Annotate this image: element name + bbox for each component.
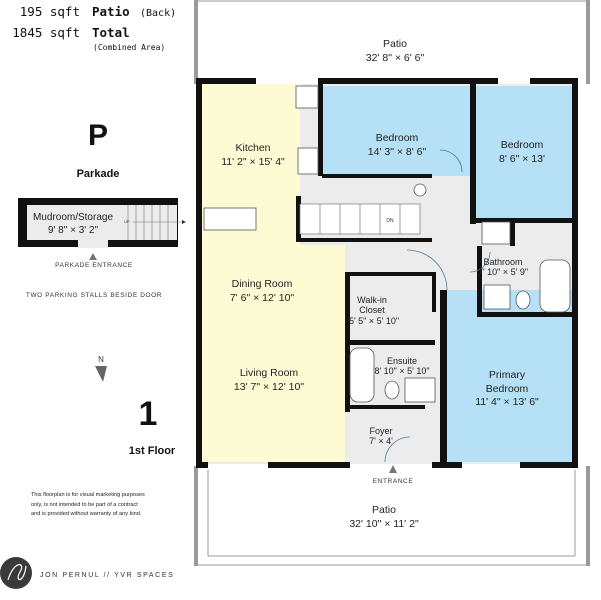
room-labels: Patio 32' 8" × 6' 6" Kitchen 11' 2" × 15… <box>221 38 545 530</box>
patio-note: (Back) <box>140 8 176 19</box>
primary-bedroom-name-2: Bedroom <box>486 383 529 395</box>
walkin-closet-dims: 5' 5" × 5' 10" <box>349 316 399 326</box>
ensuite-toilet <box>384 380 400 400</box>
ensuite-name: Ensuite <box>387 356 417 366</box>
patio-front-name: Patio <box>372 504 396 516</box>
kitchen-name: Kitchen <box>235 142 270 154</box>
bathroom-dims: 7' 10" × 5' 9" <box>478 267 528 277</box>
mudroom: Mudroom/Storage 9' 8" × 3' 2" UP <box>18 198 186 248</box>
area-summary: 195 sqft Patio (Back) 1845 sqft Total (C… <box>12 4 176 52</box>
parkade-entrance-label: PARKADE ENTRANCE <box>55 262 133 269</box>
dining-room-name: Dining Room <box>232 278 293 290</box>
total-area: 1845 sqft <box>12 25 80 40</box>
mudroom-dims: 9' 8" × 3' 2" <box>48 225 99 236</box>
dining-room-dims: 7' 6" × 12' 10" <box>230 292 295 304</box>
ensuite-sink <box>404 377 436 403</box>
credit: JON PERNUL // YVR SPACES <box>40 572 174 579</box>
parkade-letter: P <box>88 119 108 152</box>
primary-bedroom-dims: 11' 4" × 13' 6" <box>475 396 539 408</box>
kitchen-island <box>203 207 257 231</box>
disclaimer-line: only, is not intended to be part of a co… <box>31 502 138 508</box>
stairs-up-label: UP <box>124 219 130 224</box>
walkin-closet-name-1: Walk-in <box>357 295 387 305</box>
logo-icon <box>0 557 32 589</box>
primary-bedroom-name-1: Primary <box>489 369 526 381</box>
logo-swirl <box>7 564 27 581</box>
north-label: N <box>98 355 104 364</box>
living-room-name: Living Room <box>240 367 299 379</box>
foyer-dims: 7' × 4' <box>369 436 393 446</box>
bathroom-name: Bathroom <box>483 257 522 267</box>
walkin-closet-name-2: Closet <box>359 305 385 315</box>
bedroom-2-dims: 14' 3" × 8' 6" <box>368 146 427 158</box>
stove <box>297 147 319 175</box>
bathroom-tub <box>539 259 571 313</box>
fixtures <box>203 85 571 403</box>
disclaimer-line: and is provided without warranty of any … <box>31 511 142 517</box>
entrance-arrow-icon <box>389 465 397 473</box>
ensuite-dims: 8' 10" × 5' 10" <box>374 366 429 376</box>
patio-front-dims: 32' 10" × 11' 2" <box>349 518 419 530</box>
parking-note: TWO PARKING STALLS BESIDE DOOR <box>26 292 162 299</box>
stairs-down-label: DN <box>386 218 394 224</box>
north-arrow-icon <box>95 366 107 382</box>
patio-frames <box>194 0 590 566</box>
ensuite-tub <box>349 347 375 403</box>
fridge <box>295 85 319 109</box>
patio-back-dims: 32' 8" × 6' 6" <box>366 52 425 64</box>
parkade-entrance-arrow-icon <box>89 253 97 260</box>
primary-bedroom-floor <box>447 290 572 462</box>
walls <box>196 78 578 468</box>
bedroom-2-name: Bedroom <box>376 132 419 144</box>
bathroom-toilet <box>515 290 531 310</box>
patio-back-name: Patio <box>383 38 407 50</box>
laundry <box>481 221 511 245</box>
floor-title: 1st Floor <box>129 445 176 457</box>
patio-area: 195 sqft <box>20 4 80 19</box>
bathroom-sink <box>483 284 511 310</box>
patio-label: Patio <box>92 4 130 19</box>
bedroom-3-dims: 8' 6" × 13' <box>499 153 545 165</box>
water-heater <box>413 183 427 197</box>
foyer-name: Foyer <box>369 426 392 436</box>
kitchen-dims: 11' 2" × 15' 4" <box>221 156 285 168</box>
total-note: (Combined Area) <box>93 43 165 52</box>
mudroom-name: Mudroom/Storage <box>33 212 113 223</box>
disclaimer: This floorplan is for visual marketing p… <box>31 492 145 517</box>
door-swings[interactable] <box>384 149 491 463</box>
living-area <box>202 84 345 462</box>
living-room-dims: 13' 7" × 12' 10" <box>234 381 304 393</box>
bedroom-2-floor <box>322 86 472 176</box>
bedroom-3-name: Bedroom <box>501 139 544 151</box>
disclaimer-line: This floorplan is for visual marketing p… <box>31 492 145 498</box>
parkade-title: Parkade <box>77 168 120 180</box>
entrance-label: ENTRANCE <box>373 478 414 485</box>
bedroom-3-floor <box>476 86 572 220</box>
total-label: Total <box>92 25 130 40</box>
stairs <box>299 203 421 235</box>
floor-number: 1 <box>139 395 158 433</box>
